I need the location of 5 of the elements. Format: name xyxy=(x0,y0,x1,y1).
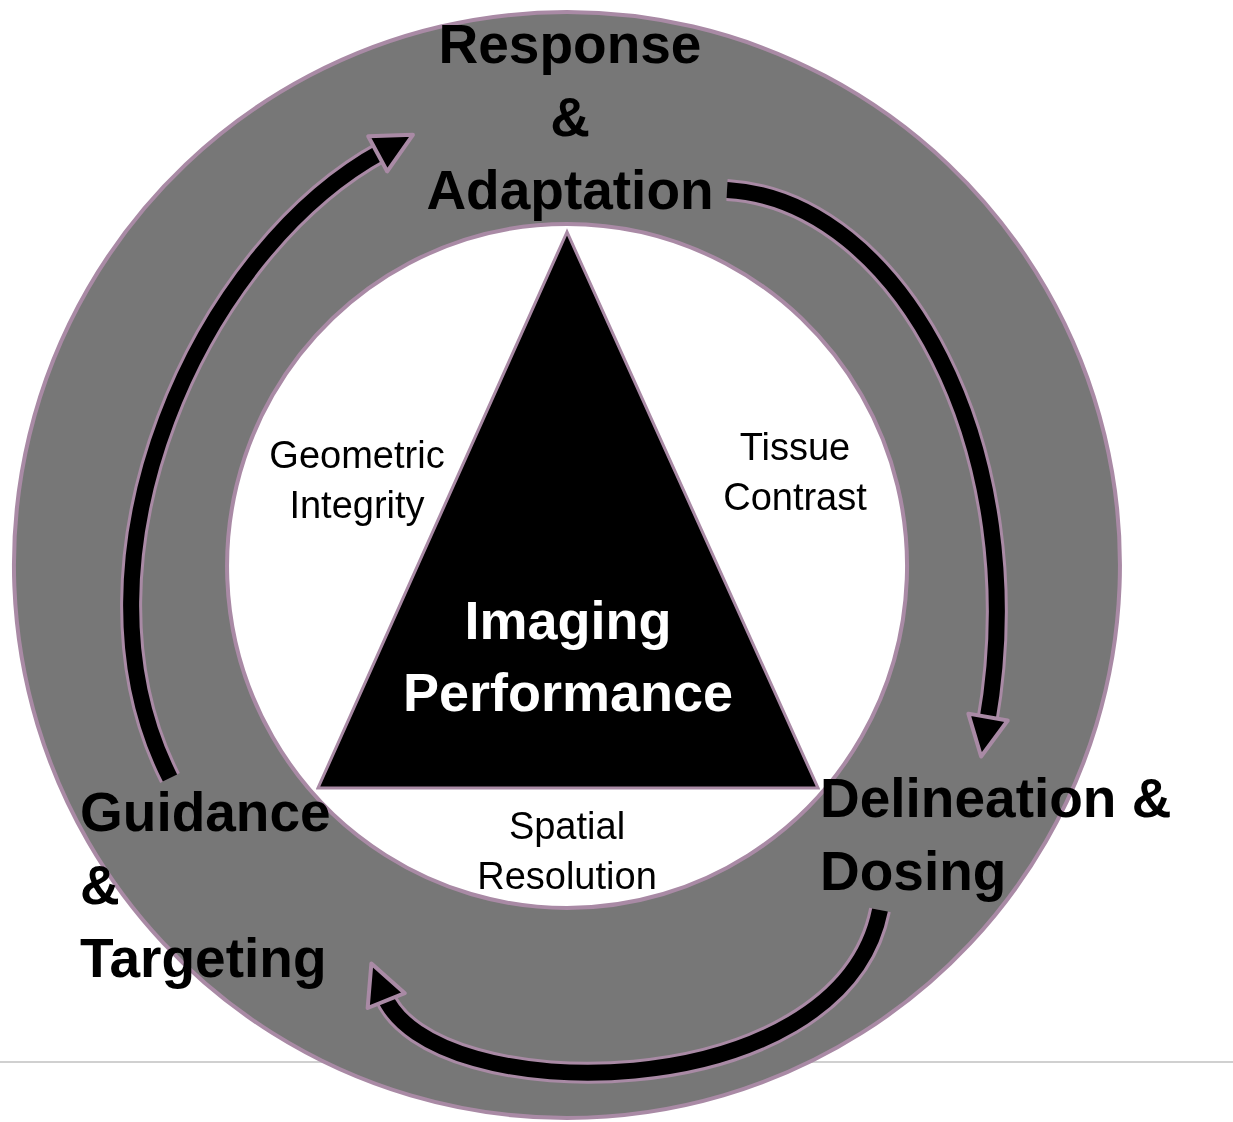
side-label: Tissue Contrast xyxy=(722,425,868,520)
side-label: Geometric Integrity xyxy=(268,433,446,528)
side-label: Spatial Resolution xyxy=(476,804,658,899)
center-title: Imaging Performance xyxy=(401,589,735,724)
phase-label: Response & Adaptation xyxy=(415,8,725,227)
